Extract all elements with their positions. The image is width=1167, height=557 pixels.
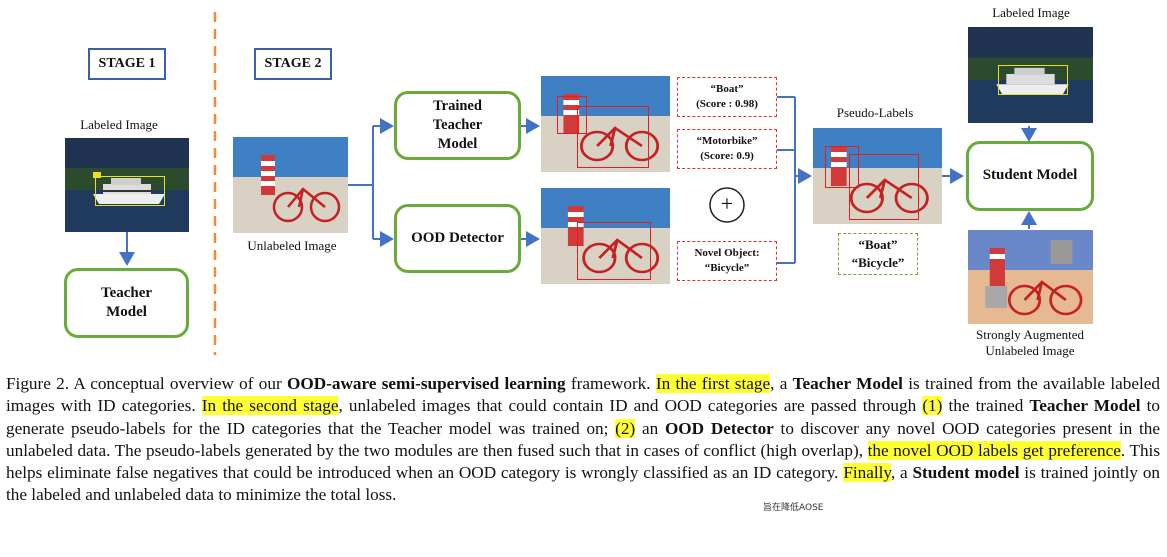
pred-motorbike-score: (Score: 0.9) [700,150,754,162]
caption-text: is trained jointly on the labeled and un… [6,463,1161,505]
teacher-output-image [541,76,670,172]
trained-teacher-line2: Teacher [432,117,483,134]
caption-text: to generate pseudo-labels for the ID cat… [6,396,1161,438]
augmented-label-line2: Unlabeled Image [985,343,1075,358]
augmented-label-line1: Strongly Augmented [976,327,1084,342]
unlabeled-image [233,137,348,233]
stage1-labeled-image [65,138,189,232]
ood-detector-label: OOD Detector [411,229,504,246]
labeled-image-label-right: Labeled Image [992,5,1070,20]
caption-text: is trained from the available labeled im… [6,374,1160,416]
caption-bold-term: Teacher Model [1029,396,1141,416]
caption-text: A conceptual overview of our [69,374,287,393]
stage1-title: STAGE 1 [88,48,166,80]
unlabeled-image-label: Unlabeled Image [247,238,337,253]
figure-number: Figure 2. [6,374,70,393]
caption-bold-term: Teacher Model [792,374,903,393]
caption-text: . This helps eliminate false negatives t… [6,440,1161,483]
student-model: Student Model [966,141,1094,211]
stage1-image-label: Labeled Image [80,117,158,132]
caption-text: framework. [565,374,656,393]
pseudo-label-boat: “Boat” [858,237,898,253]
student-model-label: Student Model [982,167,1078,184]
caption-body: A conceptual overview of our OOD-aware s… [6,374,1160,504]
caption-highlight: the novel OOD labels get preference [867,440,1121,460]
pseudo-label-image [813,128,942,224]
prediction-boat: “Boat” (Score : 0.98) [677,77,777,117]
pseudo-labels-title: Pseudo-Labels [836,105,914,120]
augmented-image [968,230,1093,324]
pred-novel-label: Novel Object: [694,247,760,260]
caption-text: , a [770,374,793,393]
connector-lines [119,12,1037,355]
stage2-title: STAGE 2 [254,48,332,80]
prediction-motorbike: “Motorbike” (Score: 0.9) [677,129,777,169]
caption-highlight: (2) [615,418,636,438]
teacher-model-line2: Model [106,304,147,320]
caption-text: , unlabeled images that could contain ID… [338,396,923,416]
caption-text: to discover any novel OOD categories pre… [6,418,1160,460]
caption-text: , a [890,463,913,483]
trained-teacher-line1: Trained [433,98,482,115]
augmented-image-label: Strongly Augmented Unlabeled Image [960,327,1100,359]
ood-detector: OOD Detector [394,204,521,273]
pseudo-labels-list: “Boat” “Bicycle” [838,233,918,275]
prediction-novel-object: Novel Object: “Bicycle” [677,241,777,281]
pred-motorbike-name: “Motorbike” [696,135,758,148]
plus-sign: + [720,191,734,216]
pred-boat-score: (Score : 0.98) [696,98,758,110]
handwritten-note: 旨在降低AOSE [763,503,824,513]
teacher-model-line1: Teacher [100,284,153,301]
caption-bold-term: Student model [912,463,1020,483]
trained-teacher-line3: Model [437,135,478,152]
caption-highlight: (1) [922,396,943,416]
caption-bold-term: OOD-aware semi-supervised learning [287,374,566,393]
labeled-image-right [968,27,1093,123]
ood-output-image [541,188,670,284]
pred-novel-class: “Bicycle” [704,262,750,274]
figure-caption: Figure 2. A conceptual overview of our O… [6,373,1160,507]
caption-text: the trained [942,396,1030,416]
caption-highlight: In the second stage [201,396,339,416]
caption-highlight: In the first stage [655,374,771,393]
caption-text: an [635,418,665,438]
pseudo-label-bicycle: “Bicycle” [851,255,905,270]
caption-highlight: Finally [843,463,891,483]
pred-boat-name: “Boat” [710,83,744,96]
caption-bold-term: OOD Detector [664,418,774,438]
